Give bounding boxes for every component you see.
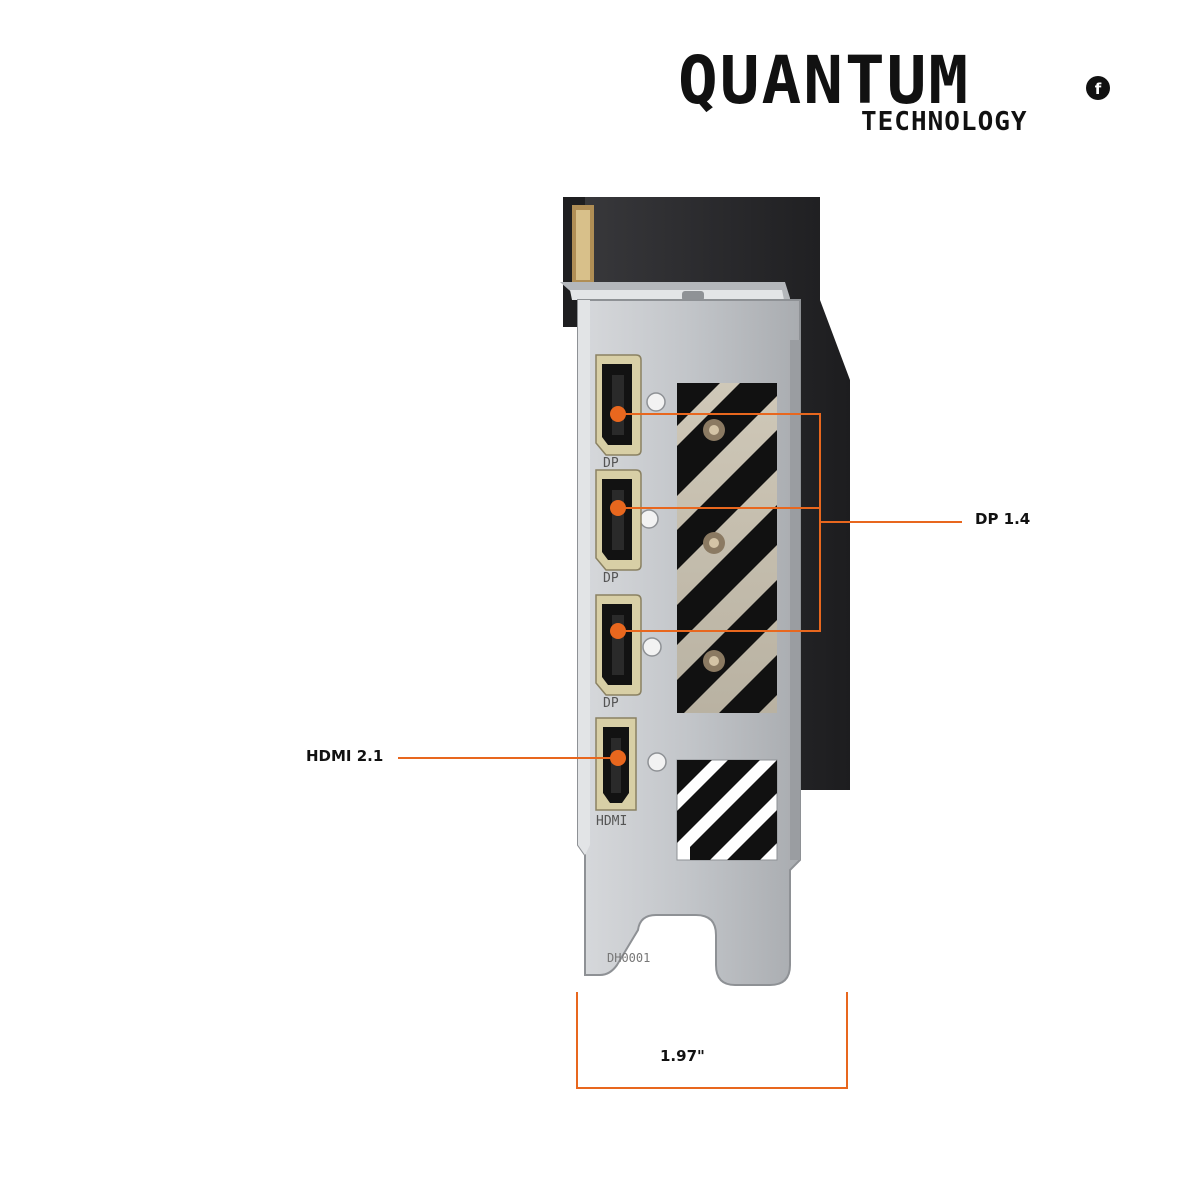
logo-badge-letter: f [1095, 80, 1102, 98]
callout-dot-dp1 [610, 406, 626, 422]
width-dimension-label: 1.97" [660, 1047, 705, 1065]
bracket-code: DH0001 [607, 951, 650, 965]
callout-dot-hdmi [610, 750, 626, 766]
quantum-logo: QUANTUM f TECHNOLOGY [678, 42, 1110, 137]
callout-lines [398, 413, 962, 1089]
logo-subtitle: TECHNOLOGY [861, 107, 1028, 137]
hdmi-callout-label: HDMI 2.1 [306, 747, 384, 765]
hdmi-mark: HDMI [596, 814, 627, 829]
bracket-screws [639, 392, 667, 772]
dp-mark-2: DP [603, 571, 619, 586]
displayport-1 [595, 354, 642, 456]
logo-wordmark: QUANTUM [678, 42, 970, 119]
dp-mark-3: DP [603, 696, 619, 711]
displayport-3 [595, 594, 642, 696]
vent-area [677, 383, 777, 713]
dp-callout-label: DP 1.4 [975, 510, 1031, 528]
callout-dot-dp2 [610, 500, 626, 516]
displayport-2 [595, 469, 642, 571]
port-engravings: DP DP DP HDMI DH0001 [596, 456, 650, 965]
dp-mark-1: DP [603, 456, 619, 471]
lower-vent [676, 759, 778, 861]
callout-dots [610, 406, 626, 766]
callout-dot-dp3 [610, 623, 626, 639]
logo-badge [1086, 76, 1110, 100]
